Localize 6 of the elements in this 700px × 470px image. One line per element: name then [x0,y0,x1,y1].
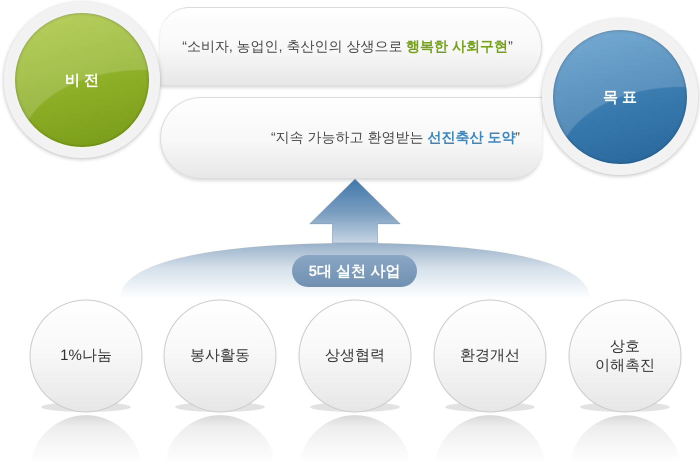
vision-circle: 비 전 [4,2,160,158]
statement-pill: “지속 가능하고 환영받는 선진축산 도약” [160,97,542,179]
arrow [309,178,401,244]
title-banner: 5대 실천 사업 [292,255,417,287]
statement-pill: “소비자, 농업인, 축산인의 상생으로 행복한 사회구현” [160,7,542,86]
goal-circle: 목 표 [542,19,698,175]
